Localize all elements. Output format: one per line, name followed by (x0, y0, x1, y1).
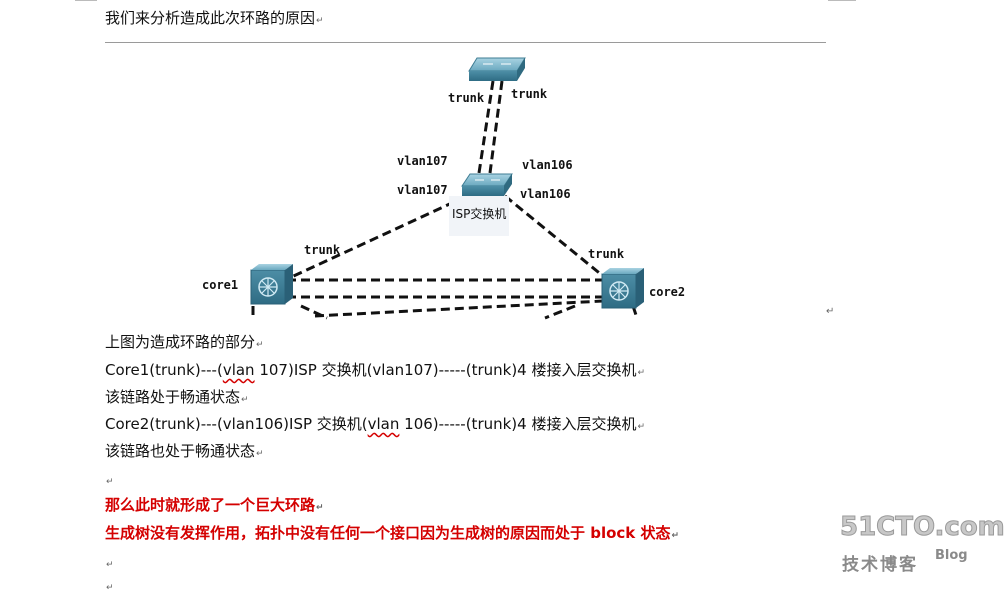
label-vlan107-upper: vlan107 (397, 154, 448, 168)
body-line-4: Core2(trunk)---(vlan106)ISP 交换机(vlan 106… (105, 415, 646, 433)
spellcheck-word: vlan (222, 361, 255, 379)
empty-paragraph-3: ↵ (106, 583, 114, 593)
core2-switch-icon (601, 268, 644, 309)
top-switch-icon (468, 57, 526, 81)
body-line-5: 该链路也处于畅通状态↵ (105, 442, 264, 460)
isp-switch-icon (449, 173, 513, 236)
red-line-1: 那么此时就形成了一个巨大环路↵ (105, 496, 324, 514)
spellcheck-word: vlan (367, 415, 400, 433)
label-core1: core1 (202, 278, 238, 292)
watermark-bottom: 技术博客 (842, 555, 918, 575)
link-isp-core1 (284, 194, 468, 282)
label-trunk-right: trunk (588, 247, 625, 261)
horizontal-rule (105, 42, 826, 43)
body-line-1: 上图为造成环路的部分↵ (105, 333, 264, 351)
label-trunk-top-right: trunk (511, 87, 548, 101)
core1-switch-icon (250, 264, 293, 305)
label-core2: core2 (649, 285, 685, 299)
empty-paragraph-2: ↵ (106, 560, 114, 570)
paragraph-mark: ↵ (316, 16, 324, 26)
link-top-isp-a (477, 80, 495, 174)
label-vlan107-lower: vlan107 (397, 183, 448, 197)
label-trunk-left: trunk (304, 243, 341, 257)
red-line-2: 生成树没有发挥作用，拓扑中没有任何一个接口因为生成树的原因而处于 block 状… (105, 524, 680, 542)
link-top-isp-b (488, 80, 504, 174)
label-vlan106-upper: vlan106 (522, 158, 573, 172)
link-core2-down-a (544, 304, 576, 320)
label-trunk-top-left: trunk (448, 91, 485, 105)
watermark-logo: 51CTO.com 技术博客 Blog (840, 512, 1005, 577)
diagram-paragraph-mark: ↵ (826, 306, 835, 317)
links (251, 80, 639, 320)
link-isp-core2 (504, 194, 604, 278)
watermark-top: 51CTO.com (840, 512, 1005, 543)
section-heading: 我们来分析造成此次环路的原因↵ (105, 9, 324, 27)
link-core1-core2-c (314, 299, 604, 318)
topology-svg: trunk trunk vlan107 vlan107 vlan106 vlan… (202, 57, 685, 320)
empty-paragraph-1: ↵ (106, 477, 114, 487)
link-core1-down-b (300, 304, 328, 320)
watermark-blog: Blog (935, 548, 968, 563)
network-topology-diagram: trunk trunk vlan107 vlan107 vlan106 vlan… (105, 48, 826, 320)
body-line-3: 该链路处于畅通状态↵ (105, 388, 249, 406)
label-isp-switch: ISP交换机 (452, 206, 506, 221)
body-line-2: Core1(trunk)---(vlan 107)ISP 交换机(vlan107… (105, 361, 646, 379)
label-vlan106-lower: vlan106 (520, 187, 571, 201)
